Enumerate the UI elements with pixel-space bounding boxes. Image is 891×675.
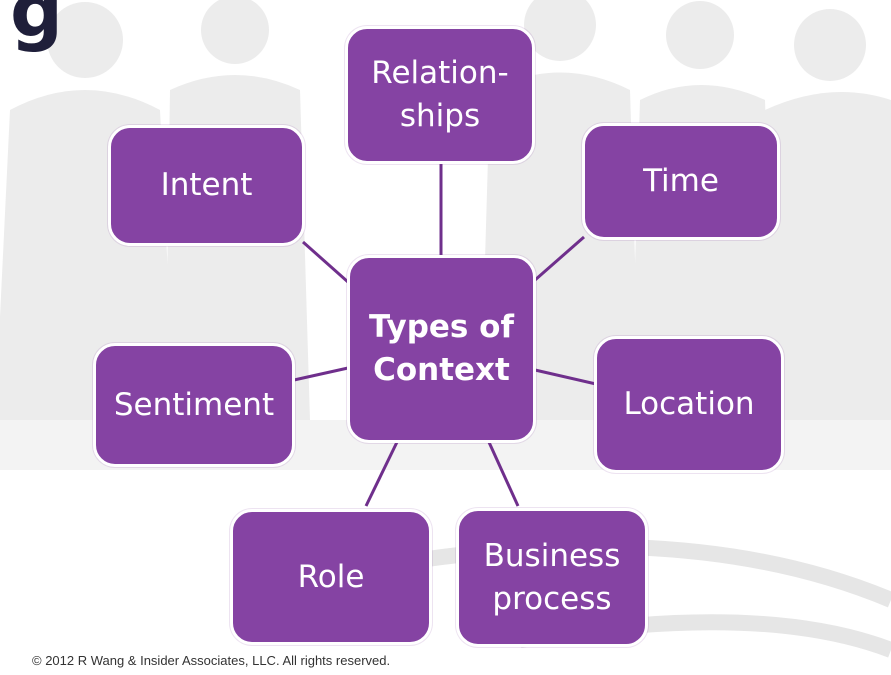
node-intent: Intent (108, 125, 305, 246)
node-role-label: Role (297, 558, 365, 595)
node-location: Location (594, 336, 784, 473)
center-node-types-of-context: Types of Context (347, 255, 536, 443)
node-business-process: Business process (456, 508, 648, 647)
node-business-process-label: Business process (483, 537, 621, 617)
node-relationships-label: Relation- ships (371, 55, 509, 134)
node-location-label: Location (623, 386, 755, 423)
node-relationships: Relation- ships (345, 26, 535, 164)
node-time-label: Time (643, 163, 719, 200)
node-intent-label: Intent (160, 167, 253, 204)
node-sentiment-label: Sentiment (113, 386, 275, 423)
connector-lines (293, 162, 597, 507)
copyright-footer: © 2012 R Wang & Insider Associates, LLC.… (32, 653, 391, 668)
slide-title-fragment: g (10, 0, 64, 54)
node-role: Role (230, 509, 432, 645)
node-time: Time (582, 123, 780, 240)
node-sentiment: Sentiment (93, 343, 295, 467)
center-node-label: Types of Context (369, 308, 514, 388)
